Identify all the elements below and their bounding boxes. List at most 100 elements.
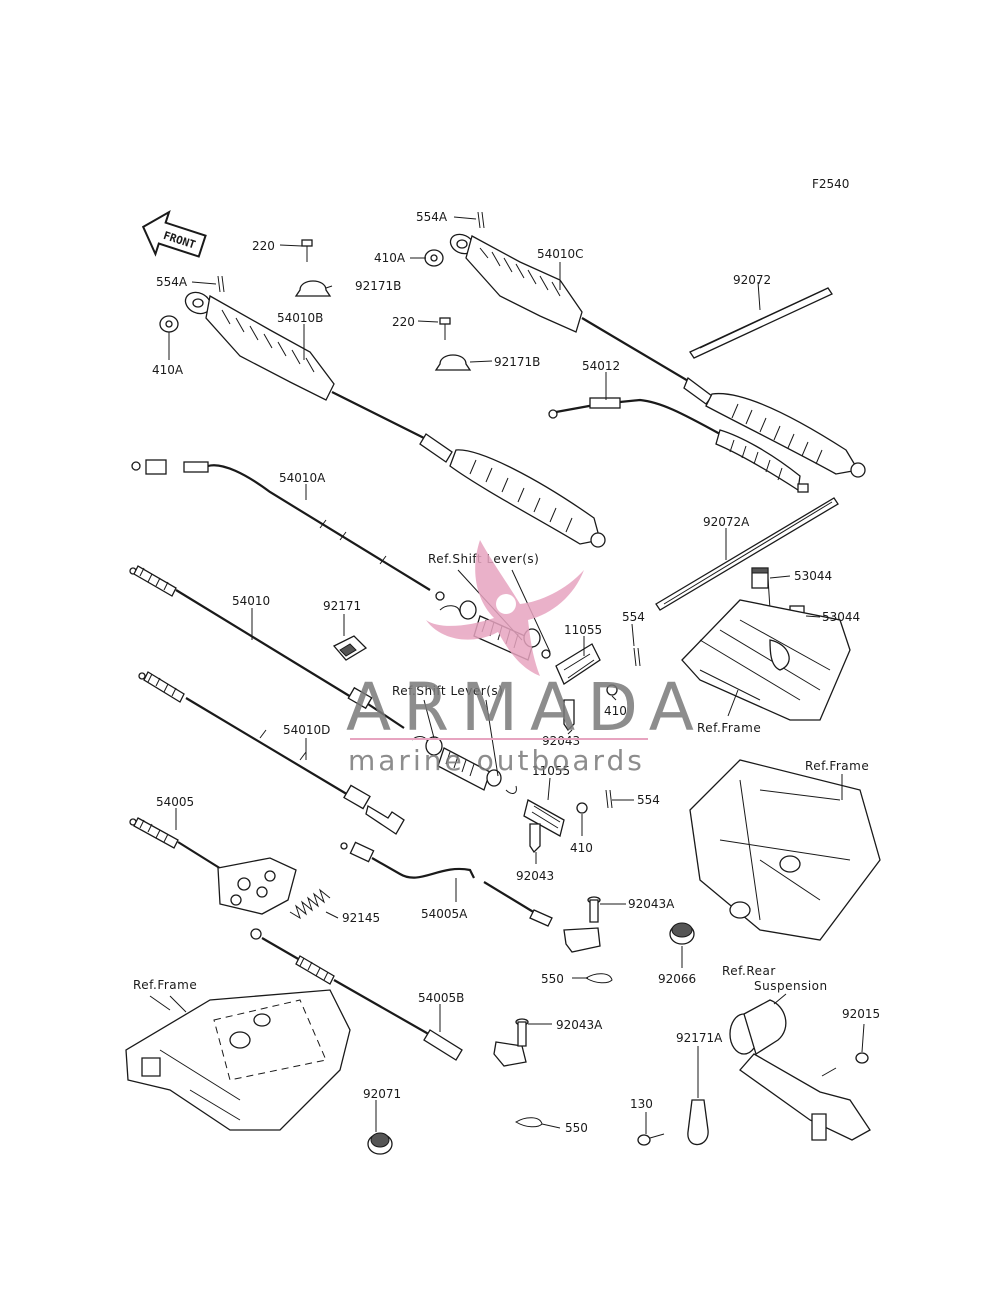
clip-554A-left [217, 275, 225, 293]
label-11055-b: 11055 [532, 764, 570, 778]
cotter-550-a [585, 973, 613, 984]
label-410A-b: 410A [152, 363, 184, 377]
label-550-a: 550 [541, 972, 564, 986]
cable-54010 [129, 565, 405, 729]
label-92071: 92071 [363, 1087, 401, 1101]
tie-92072A [655, 497, 839, 611]
clip-554-a [633, 647, 641, 667]
frame-ref-lower-left [125, 989, 351, 1131]
clamp-92171 [332, 635, 368, 661]
label-54010A: 54010A [279, 471, 326, 485]
clamp-92171B-a [294, 280, 332, 297]
washer-410A-upper [424, 249, 444, 267]
clip-554-b [605, 789, 613, 809]
label-92072: 92072 [733, 273, 771, 287]
cable-54005 [129, 817, 297, 915]
ref-rear-suspension-line1: Ref.Rear [722, 964, 776, 978]
label-11055-a: 11055 [564, 623, 602, 637]
rear-suspension-ref [729, 999, 871, 1141]
cable-54010D [138, 671, 405, 835]
ref-frame-c: Ref.Frame [133, 978, 197, 992]
cable-54012 [548, 397, 809, 493]
leader-lines [149, 216, 865, 1134]
label-53044-b: 53044 [822, 610, 860, 624]
armada-logo-icon [426, 540, 584, 676]
spring-92145 [289, 888, 331, 920]
watermark-tagline: marine outboards [348, 744, 645, 777]
label-130: 130 [630, 1097, 653, 1111]
label-92043-b: 92043 [516, 869, 554, 883]
joint-11055-a [555, 643, 601, 685]
label-92171A: 92171A [676, 1031, 723, 1045]
label-92015: 92015 [842, 1007, 880, 1021]
label-54005B: 54005B [418, 991, 464, 1005]
bolt-220-a [301, 239, 313, 262]
label-92171B-a: 92171B [355, 279, 401, 293]
cable-54005B [250, 928, 527, 1067]
label-410-a: 410 [604, 704, 627, 718]
bolt-220-b [439, 317, 451, 340]
label-54005A: 54005A [421, 907, 468, 921]
label-554A-top: 554A [416, 210, 448, 224]
frame-ref-upper-right [681, 599, 851, 721]
figure-code: F2540 [812, 177, 849, 191]
ref-frame-a: Ref.Frame [697, 721, 761, 735]
label-92043A-b: 92043A [556, 1018, 603, 1032]
label-92043A-a: 92043A [628, 897, 675, 911]
bolt-130 [637, 1133, 665, 1146]
label-92043-a: 92043 [542, 734, 580, 748]
tie-92072 [689, 287, 833, 359]
joint-11055-b [523, 799, 565, 837]
collar-53044-a [751, 567, 769, 589]
label-92171: 92171 [323, 599, 361, 613]
pin-92043A-b [515, 1018, 529, 1047]
label-92171B-b: 92171B [494, 355, 540, 369]
ref-rear-suspension-line2: Suspension [754, 979, 828, 993]
cable-54010C [449, 233, 866, 478]
cable-54005A [340, 841, 601, 953]
clamp-92171A [687, 1099, 709, 1146]
clip-554A-top [477, 211, 485, 229]
label-54010: 54010 [232, 594, 270, 608]
label-53044-a: 53044 [794, 569, 832, 583]
label-410A-a: 410A [374, 251, 406, 265]
pin-92043A-a [587, 896, 601, 923]
washer-410-a [606, 684, 618, 696]
grommet-92071 [367, 1132, 393, 1155]
pin-92043-a [563, 699, 575, 732]
watermark-underline [350, 738, 648, 740]
label-54010C: 54010C [537, 247, 584, 261]
label-54010D: 54010D [283, 723, 330, 737]
washer-410A-left [159, 315, 179, 333]
label-92072A: 92072A [703, 515, 750, 529]
part-labels: 554A 220 410A 54010C 92072 554A 92171B 4… [152, 210, 880, 1135]
frame-ref-right-middle [689, 759, 881, 941]
label-92145: 92145 [342, 911, 380, 925]
label-410-b: 410 [570, 841, 593, 855]
watermark: ARMADA marine outboards [346, 540, 706, 777]
label-554-a: 554 [622, 610, 645, 624]
watermark-brand: ARMADA [346, 669, 706, 746]
label-550-b: 550 [565, 1121, 588, 1135]
cable-54010A [131, 459, 445, 601]
ref-frame-b: Ref.Frame [805, 759, 869, 773]
label-220-b: 220 [392, 315, 415, 329]
cotter-550-b [515, 1117, 543, 1128]
cap-92066 [669, 922, 695, 945]
nut-92015 [855, 1052, 869, 1064]
clamp-92171B-b [434, 354, 472, 371]
label-54005: 54005 [156, 795, 194, 809]
washer-410-b [576, 802, 588, 814]
label-54010B: 54010B [277, 311, 323, 325]
ref-shift-lever-b: Ref.Shift Lever(s) [392, 684, 503, 698]
front-arrow-icon: FRONT [141, 210, 207, 258]
label-92066: 92066 [658, 972, 696, 986]
label-554-b: 554 [637, 793, 660, 807]
label-54012: 54012 [582, 359, 620, 373]
pin-92043-b [529, 823, 541, 854]
label-220-a: 220 [252, 239, 275, 253]
reference-labels: Ref.Shift Lever(s) Ref.Shift Lever(s) Re… [133, 552, 869, 993]
cable-54010B [184, 291, 606, 548]
label-554A-left: 554A [156, 275, 188, 289]
